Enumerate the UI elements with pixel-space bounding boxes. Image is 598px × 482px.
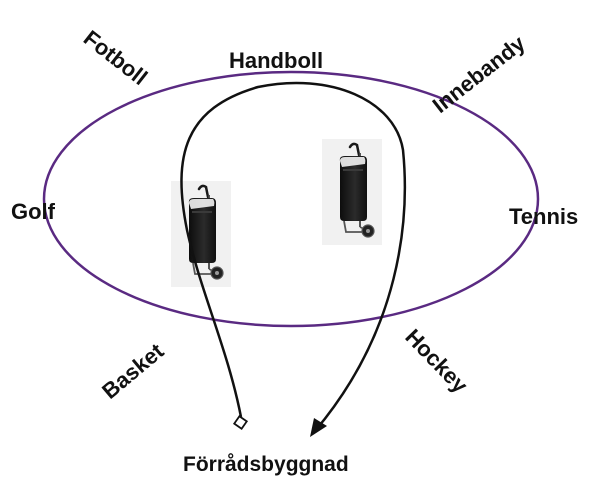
label-tennis: Tennis [509, 204, 578, 229]
shopping-trolley-icon [169, 179, 233, 289]
label-basket: Basket [97, 338, 169, 404]
route-path [180, 81, 407, 432]
sports-ring [42, 70, 540, 328]
label-hockey: Hockey [400, 324, 473, 398]
square-marker-icon [232, 414, 249, 431]
label-handboll: Handboll [229, 48, 323, 73]
label-innebandy: Innebandy [428, 30, 531, 118]
arrowhead-icon [310, 418, 327, 437]
label-golf: Golf [11, 199, 56, 224]
label-fotboll: Fotboll [79, 25, 152, 90]
shopping-trolley-icon [320, 137, 384, 247]
label-storage-building: Förrådsbyggnad [183, 453, 349, 476]
